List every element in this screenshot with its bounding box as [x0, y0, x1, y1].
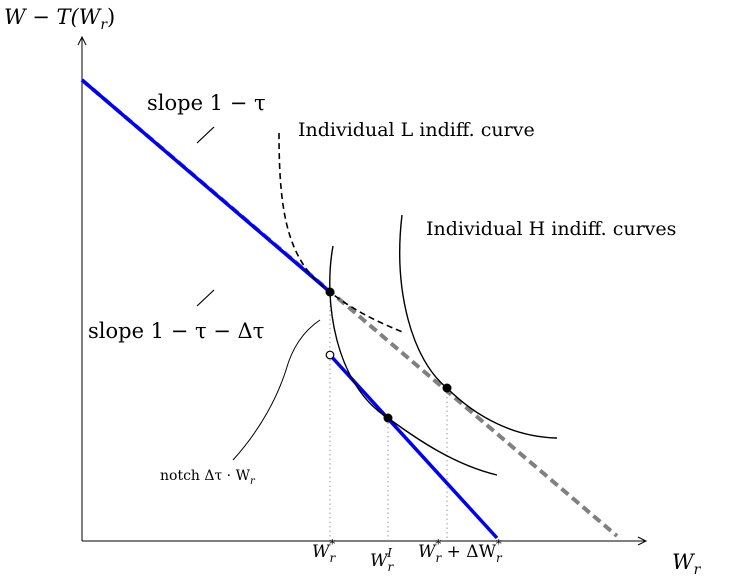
- tick-w-i: WrI: [370, 546, 394, 574]
- budget-line-lower: [328, 353, 499, 540]
- x-axis-label: Wr: [672, 550, 702, 577]
- y-axis-arrow: [77, 35, 87, 46]
- indiff-H-label: Individual H indiff. curves: [426, 218, 676, 240]
- slope-tick-lower: [196, 289, 215, 307]
- indiff-curve-H-2: [399, 214, 558, 439]
- x-axis-arrow: [637, 536, 648, 546]
- point-notch-open: [325, 350, 335, 360]
- indiff-curve-L: [278, 132, 406, 334]
- budget-line-upper: [80, 78, 332, 294]
- notch-pointer: [232, 319, 321, 461]
- point-kink: [325, 287, 335, 297]
- tick-w-star: Wr*: [312, 537, 336, 565]
- y-axis-label: W − T(Wr): [4, 5, 115, 33]
- point-tangent-H1: [383, 413, 393, 423]
- indiff-L-label: Individual L indiff. curve: [298, 119, 535, 141]
- slope-upper-label: slope 1 − τ: [147, 91, 266, 115]
- point-tangent-H2: [442, 383, 452, 393]
- slope-lower-label: slope 1 − τ − Δτ: [88, 319, 264, 343]
- notch-label: notch Δτ · Wr: [160, 468, 256, 487]
- tick-w-star-plus-delta: Wr* + ΔWr*: [418, 537, 503, 565]
- slope-tick-upper: [196, 126, 215, 144]
